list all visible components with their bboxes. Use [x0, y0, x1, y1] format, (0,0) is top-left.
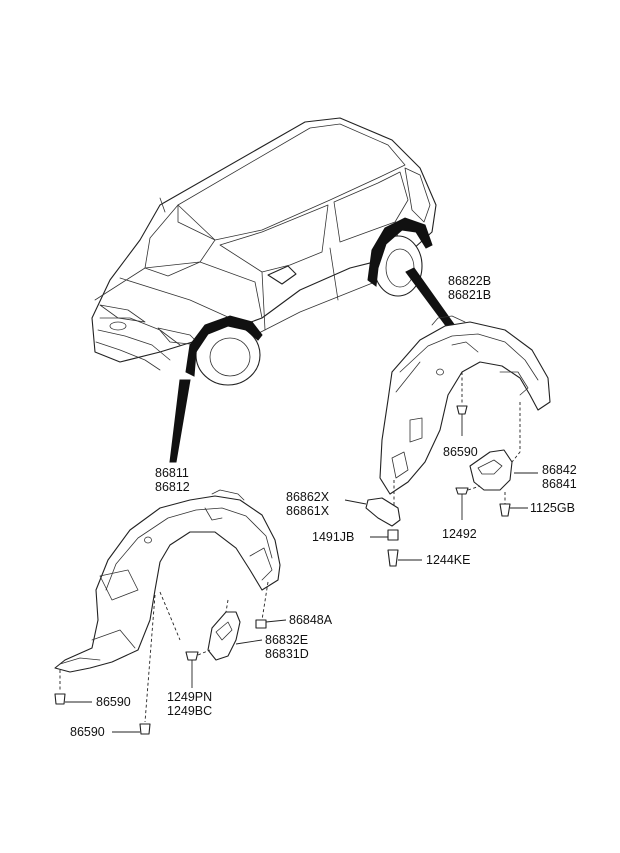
liner-bracket [344, 480, 422, 567]
label-rear-liner-a: 86822B [448, 274, 492, 288]
front-clip [185, 649, 211, 688]
rear-mudguard [469, 402, 538, 491]
label-front-liner-b: 86812 [155, 480, 190, 494]
label-front-clip-a: 1249PN [167, 690, 213, 704]
front-screws [54, 594, 156, 735]
label-front-liner-a: 86811 [155, 466, 189, 480]
label-front-clip-b: 1249BC [167, 704, 213, 718]
front-clip-guide [159, 591, 181, 641]
rear-bolt [499, 492, 528, 517]
rear-wheel-liner [379, 315, 551, 495]
label-rear-clip: 12492 [442, 527, 477, 541]
label-bracket-a: 86862X [286, 490, 330, 504]
car-illustration [91, 117, 459, 463]
front-wheel-liner [54, 489, 281, 673]
front-nut [255, 581, 287, 629]
label-rear-liner-b: 86821B [448, 288, 492, 302]
label-front-screw-2: 86590 [70, 725, 105, 739]
label-front-mudguard-b: 86831D [265, 647, 309, 661]
label-bracket-b: 86861X [286, 504, 330, 518]
label-rear-mudguard-b: 86841 [542, 477, 577, 491]
label-front-mudguard-a: 86832E [265, 633, 309, 647]
front-mudguard [207, 599, 263, 661]
label-bracket-bolt: 1244KE [426, 553, 471, 567]
label-front-screw-1: 86590 [96, 695, 131, 709]
label-front-nut: 86848A [289, 613, 333, 627]
label-rear-bolt: 1125GB [530, 501, 575, 515]
label-rear-upper-screw: 86590 [443, 445, 478, 459]
rear-clip [455, 485, 481, 520]
rear-upper-screw [456, 372, 468, 436]
label-rear-mudguard-a: 86842 [542, 463, 577, 477]
label-bracket-nut: 1491JB [312, 530, 355, 544]
